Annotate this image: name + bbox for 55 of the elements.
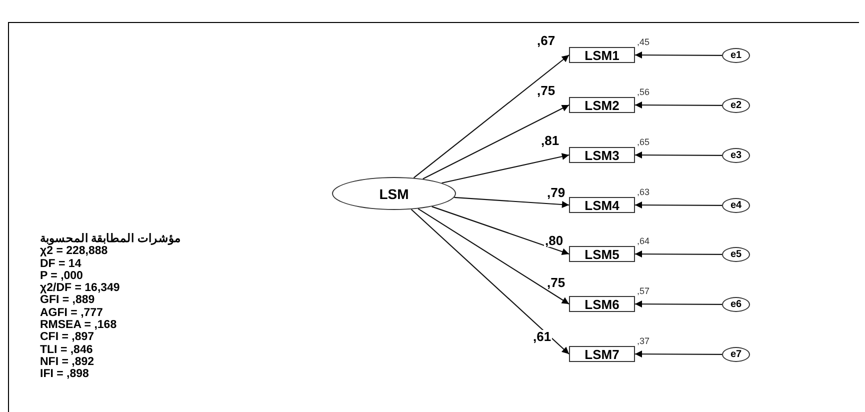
edge-label: ,80 [544, 234, 564, 247]
r-squared-value: ,65 [637, 137, 650, 147]
indicator-box: LSM1 [569, 47, 635, 63]
error-circle: e5 [722, 247, 750, 262]
fit-index: DF = 14 [40, 258, 82, 270]
fit-index: GFI = ,889 [40, 294, 95, 307]
error-circle: e3 [722, 148, 750, 163]
error-circle: e2 [722, 98, 750, 113]
arrow [635, 350, 722, 358]
indicator-box: LSM3 [569, 147, 635, 163]
error-circle: e6 [722, 297, 750, 312]
edge-label: ,81 [540, 134, 560, 147]
r-squared-value: ,63 [637, 187, 650, 197]
latent-ellipse: LSM [332, 177, 456, 210]
error-circle: e7 [722, 347, 750, 362]
r-squared-value: ,37 [637, 336, 650, 346]
edge-label: ,67 [536, 34, 556, 47]
edge-label: ,75 [546, 276, 566, 289]
r-squared-value: ,64 [637, 236, 650, 246]
arrow [635, 52, 722, 59]
arrow [635, 102, 722, 109]
arrow [454, 196, 570, 208]
r-squared-value: ,57 [637, 286, 650, 296]
indicator-box: LSM2 [569, 97, 635, 113]
fit-heading: مؤشرات المطابقة المحسوبة [40, 233, 180, 246]
arrow [442, 153, 570, 184]
r-squared-value: ,45 [637, 37, 650, 47]
edge-label: ,61 [532, 330, 552, 343]
arrow [635, 250, 722, 258]
fit-index: AGFI = ,777 [40, 306, 103, 320]
fit-index: P = ,000 [40, 270, 83, 282]
arrow [413, 54, 570, 178]
fit-index: χ2/DF = 16,349 [40, 282, 120, 294]
indicator-box: LSM4 [569, 197, 635, 213]
fit-index: χ2 = 228,888 [40, 245, 108, 258]
fit-index: CFI = ,897 [40, 331, 94, 344]
fit-index: IFI = ,898 [40, 368, 89, 381]
arrow [635, 152, 722, 159]
arrow [432, 206, 570, 256]
arrow [410, 208, 570, 354]
fit-index: RMSEA = ,168 [40, 319, 117, 332]
edge-label: ,75 [536, 84, 556, 97]
indicator-box: LSM5 [569, 246, 635, 262]
indicator-box: LSM6 [569, 296, 635, 312]
arrow [635, 300, 722, 308]
fit-index: TLI = ,846 [40, 344, 93, 356]
indicator-box: LSM7 [569, 346, 635, 362]
error-circle: e1 [722, 48, 750, 63]
arrow [635, 202, 722, 209]
error-circle: e4 [722, 198, 750, 213]
fit-index: NFI = ,892 [40, 356, 94, 368]
arrow [422, 104, 570, 180]
edge-label: ,79 [546, 186, 566, 199]
r-squared-value: ,56 [637, 87, 650, 97]
arrow [418, 208, 570, 304]
